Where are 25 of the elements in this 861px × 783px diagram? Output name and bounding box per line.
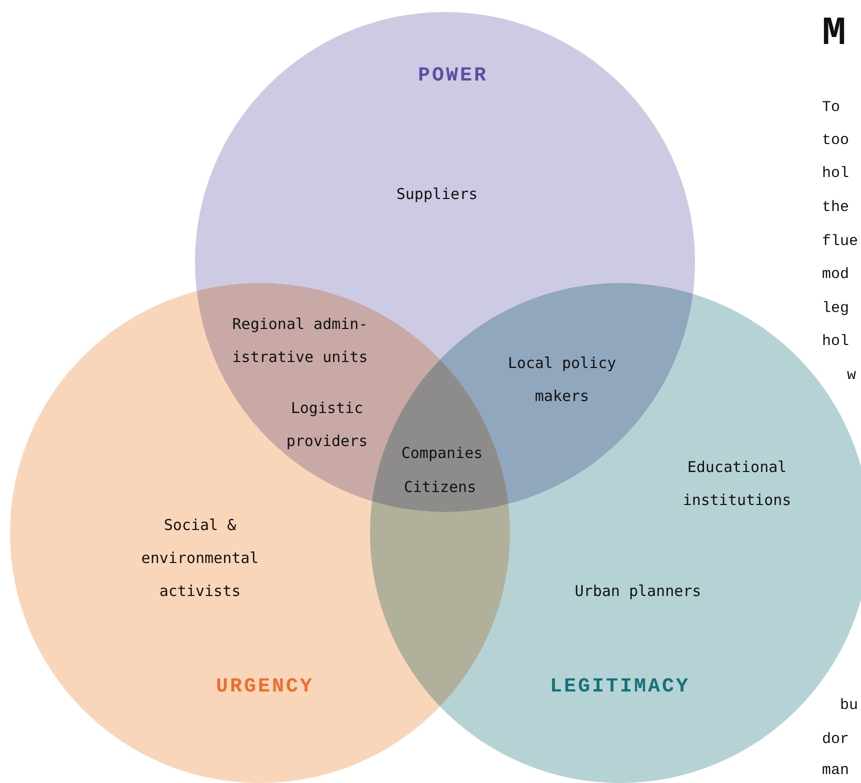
cut-off-text: hol [822, 165, 850, 183]
cut-off-text: To [822, 99, 840, 117]
stakeholder-label: Social & environmental activists [140, 515, 260, 602]
stakeholder-label: Regional admin- istrative units [231, 314, 369, 368]
circle-heading: URGENCY [216, 676, 314, 698]
stakeholder-label: Logistic providers [285, 398, 369, 452]
cut-off-text: M [822, 11, 846, 59]
cut-off-text: mod [822, 266, 850, 284]
cut-off-text: the [822, 199, 850, 217]
cut-off-text: too [822, 132, 850, 150]
cut-off-text: man [822, 762, 850, 780]
stakeholder-label: Local policy makers [506, 353, 618, 407]
circle-heading: LEGITIMACY [550, 676, 690, 698]
stakeholder-label: Citizens [402, 477, 478, 498]
cut-off-text: leg [822, 300, 850, 318]
circle-heading: POWER [418, 64, 488, 88]
stakeholder-label: Suppliers [395, 184, 479, 205]
cut-off-text: flue [822, 233, 858, 251]
stakeholder-label: Educational institutions [682, 457, 792, 511]
stakeholder-label: Companies [400, 443, 484, 464]
cut-off-text: w [847, 367, 856, 385]
cut-off-text: hol [822, 333, 850, 351]
cut-off-text: dor [822, 731, 850, 749]
cut-off-text: bu [840, 697, 858, 715]
stakeholder-label: Urban planners [574, 581, 702, 602]
